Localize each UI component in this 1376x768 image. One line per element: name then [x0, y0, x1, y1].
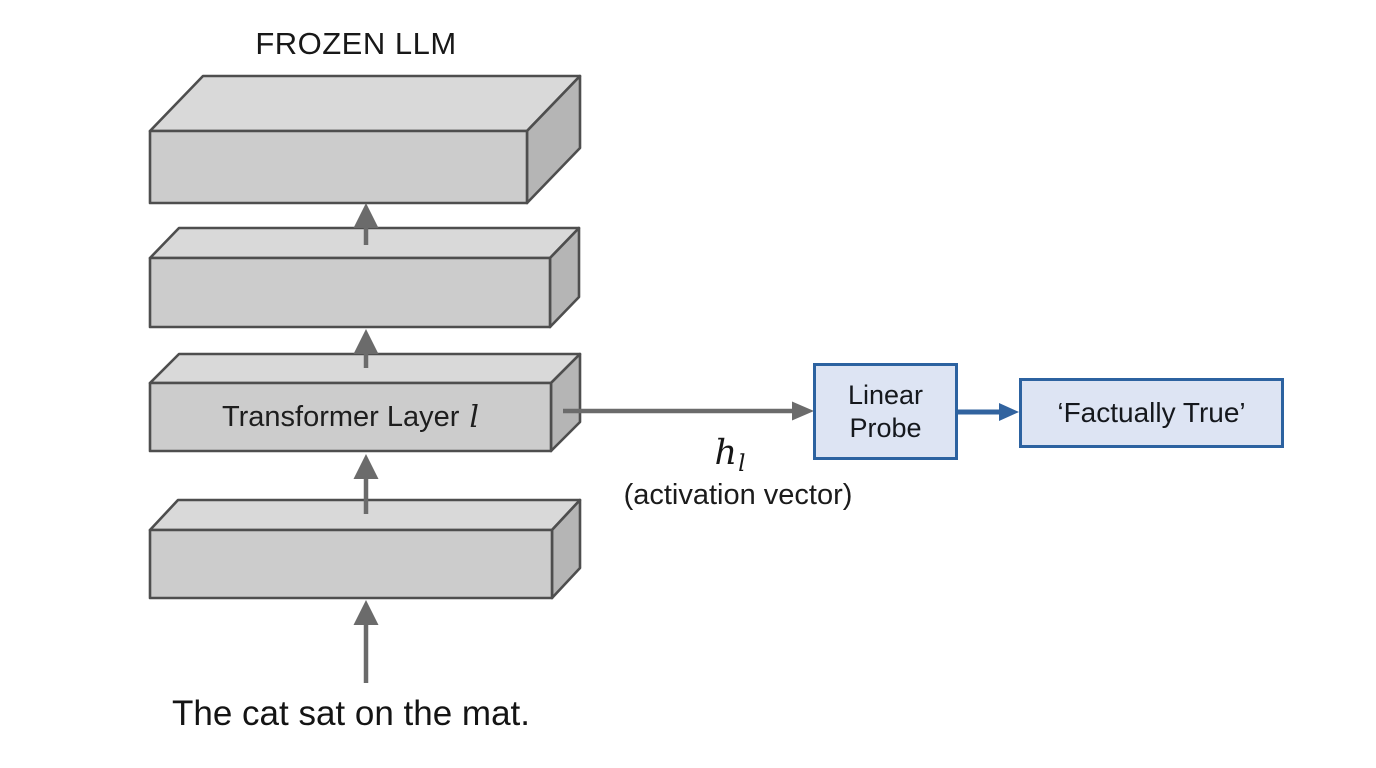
arrow-layer3-to-layer2: [353, 329, 379, 368]
box-front-face: [148, 256, 552, 329]
activation-vector-caption: (activation vector): [623, 479, 853, 511]
transformer-layer-label: Transformer Layer l: [150, 383, 551, 451]
linear-probe-label: Linear Probe: [847, 380, 924, 443]
box-top-face: [148, 74, 582, 133]
arrowhead-up-icon: [353, 454, 379, 479]
box-front-face: [148, 129, 529, 205]
input-sentence: The cat sat on the mat.: [172, 694, 530, 733]
arrowhead-up-icon: [353, 203, 379, 228]
arrow-layer2-to-layer1: [353, 203, 379, 245]
activation-symbol-subscript: l: [738, 451, 746, 477]
llm-layer-box-top: [148, 74, 582, 205]
llm-layer-box-input: [148, 498, 582, 600]
layer-index-symbol: l: [469, 399, 480, 435]
llm-layer-box-probed: [148, 352, 582, 453]
linear-probe-box: Linear Probe: [813, 363, 958, 460]
llm-layer-box-upper: [148, 226, 581, 329]
activation-vector-symbol: hl: [690, 433, 770, 476]
arrowhead-up-icon: [353, 600, 379, 625]
transformer-layer-label-text: Transformer Layer: [221, 400, 460, 433]
output-label-box: ‘Factually True’: [1019, 378, 1284, 448]
figure-title: FROZEN LLM: [255, 26, 457, 61]
output-label: ‘Factually True’: [1057, 397, 1246, 428]
arrow-activation-to-probe: [563, 401, 814, 421]
box-front-face: [148, 381, 553, 453]
arrowhead-right-icon: [792, 401, 814, 421]
arrow-probe-to-output: [958, 403, 1019, 421]
arrow-input-to-layer4: [353, 600, 379, 683]
activation-symbol-h: h: [714, 433, 738, 473]
arrowhead-right-icon: [999, 403, 1019, 421]
box-front-face: [148, 528, 554, 600]
arrowhead-up-icon: [353, 329, 379, 354]
arrow-layer4-to-layer3: [353, 454, 379, 514]
